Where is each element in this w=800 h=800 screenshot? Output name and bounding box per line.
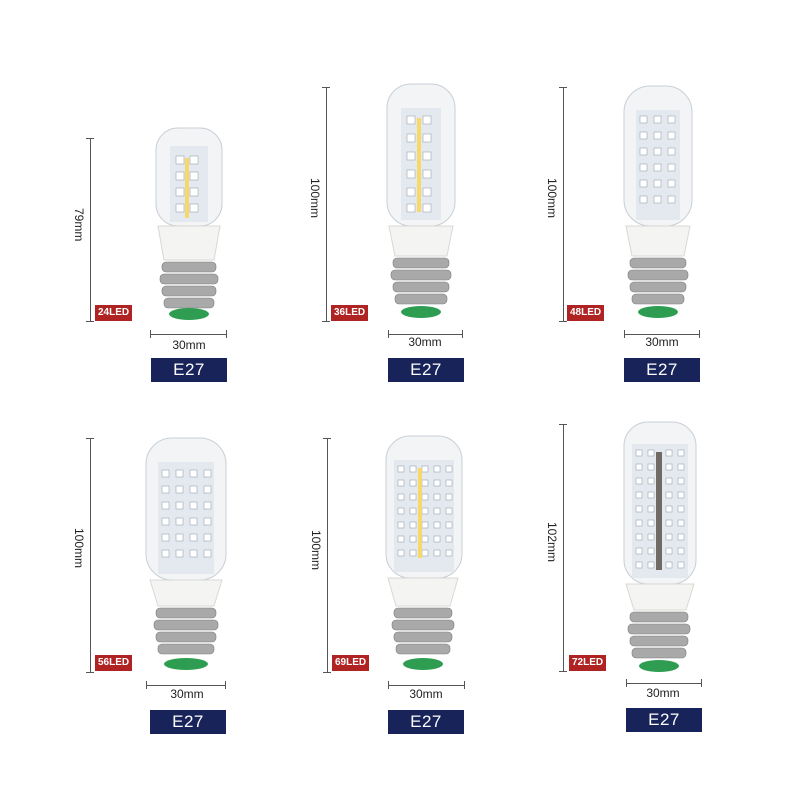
dimension-tick	[146, 681, 147, 689]
led-count-tag: 72LED	[569, 655, 607, 671]
height-dimension-line	[326, 87, 327, 322]
corn-bulb-image	[386, 83, 456, 318]
led-count-tag: 24LED	[95, 305, 133, 321]
dimension-tick	[388, 681, 389, 689]
corn-bulb-image	[145, 437, 227, 670]
height-label: 100mm	[309, 530, 323, 571]
dimension-tick	[86, 672, 94, 673]
corn-bulb-image	[623, 85, 693, 318]
height-label: 100mm	[308, 178, 322, 219]
led-count-tag: 36LED	[331, 305, 369, 321]
base-type-badge: E27	[624, 358, 700, 382]
height-dimension-line	[90, 138, 91, 322]
dimension-tick	[86, 138, 94, 139]
dimension-tick	[150, 330, 151, 338]
corn-bulb-image	[623, 421, 697, 672]
dimension-tick	[559, 424, 567, 425]
width-label: 30mm	[409, 687, 443, 701]
width-dimension-line	[146, 685, 226, 686]
dimension-tick	[322, 87, 330, 88]
dimension-tick	[464, 681, 465, 689]
led-count-tag: 69LED	[332, 655, 370, 671]
width-dimension-line	[388, 334, 463, 335]
height-label: 79mm	[72, 208, 86, 242]
base-type-badge: E27	[388, 710, 464, 734]
dimension-tick	[86, 438, 94, 439]
corn-bulb-image	[155, 127, 223, 320]
width-dimension-line	[626, 683, 702, 684]
dimension-tick	[86, 321, 94, 322]
dimension-tick	[225, 681, 226, 689]
corn-bulb-image	[385, 435, 463, 670]
led-count-tag: 56LED	[95, 655, 133, 671]
height-dimension-line	[563, 87, 564, 322]
dimension-tick	[226, 330, 227, 338]
base-type-badge: E27	[626, 708, 702, 732]
dimension-tick	[559, 87, 567, 88]
dimension-tick	[701, 679, 702, 687]
dimension-tick	[388, 330, 389, 338]
height-dimension-line	[563, 424, 564, 672]
height-dimension-line	[327, 438, 328, 673]
height-dimension-line	[90, 438, 91, 673]
height-label: 100mm	[72, 528, 86, 569]
width-dimension-line	[624, 334, 700, 335]
width-dimension-line	[388, 685, 465, 686]
width-label: 30mm	[408, 335, 442, 349]
dimension-tick	[322, 321, 330, 322]
dimension-tick	[624, 330, 625, 338]
base-type-badge: E27	[150, 710, 226, 734]
width-label: 30mm	[172, 338, 206, 352]
height-label: 100mm	[545, 178, 559, 219]
base-type-badge: E27	[151, 358, 227, 382]
dimension-tick	[462, 330, 463, 338]
height-label: 102mm	[545, 522, 559, 563]
width-label: 30mm	[645, 335, 679, 349]
led-count-tag: 48LED	[567, 305, 605, 321]
dimension-tick	[559, 321, 567, 322]
dimension-tick	[559, 671, 567, 672]
width-dimension-line	[150, 334, 227, 335]
dimension-tick	[626, 679, 627, 687]
base-type-badge: E27	[388, 358, 464, 382]
width-label: 30mm	[170, 687, 204, 701]
dimension-tick	[323, 438, 331, 439]
dimension-tick	[699, 330, 700, 338]
dimension-tick	[323, 672, 331, 673]
width-label: 30mm	[646, 686, 680, 700]
